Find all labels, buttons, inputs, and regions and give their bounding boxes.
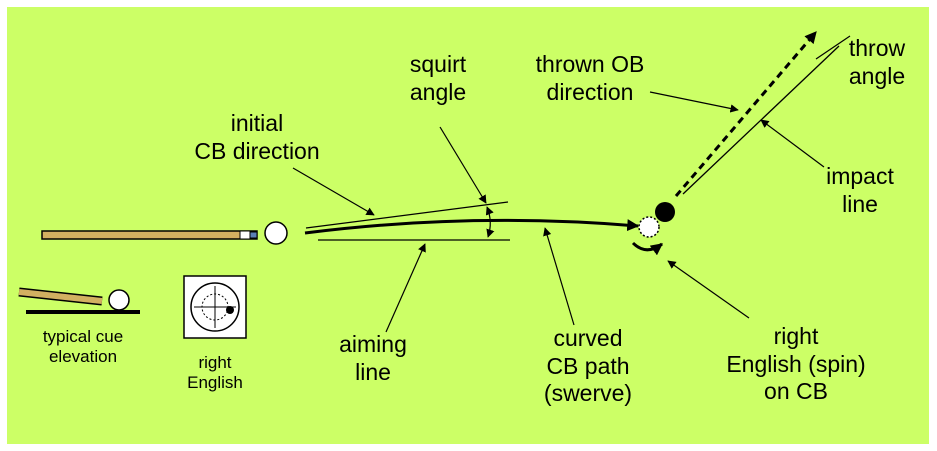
leader-impact-line (760, 119, 825, 168)
label-throw-angle: throw angle (848, 35, 906, 89)
label-right-english: right English (187, 353, 243, 393)
label-right-english-spin: right English (spin) on CB (726, 323, 866, 405)
ghost-ball-icon (638, 216, 660, 238)
curved-arrow-icon (631, 241, 663, 256)
ball-target-icon (183, 275, 247, 339)
label-typical-cue-elevation: typical cue elevation (42, 327, 124, 367)
curved-cb-path (304, 218, 640, 235)
cue-stick-icon (41, 230, 258, 240)
label-squirt-angle: squirt angle (409, 51, 467, 105)
label-thrown-ob-direction: thrown OB direction (535, 51, 645, 105)
label-initial-cb-direction: initial CB direction (194, 110, 320, 164)
label-curved-cb-path: curved CB path (swerve) (543, 325, 633, 407)
diagram-background (7, 7, 929, 444)
label-impact-line: impact line (826, 163, 894, 217)
thrown-ob-direction-line (674, 31, 818, 197)
leader-initial-cb-direction (292, 167, 375, 216)
leader-right-english-spin (667, 260, 750, 319)
leader-squirt-angle (439, 126, 487, 204)
throw-angle-tick (815, 35, 851, 60)
cue-elevation-icon (18, 287, 140, 314)
cue-ball-icon (264, 221, 288, 245)
leader-thrown-ob-direction (649, 91, 739, 113)
object-ball-icon (655, 202, 675, 222)
label-aiming-line: aiming line (339, 331, 407, 385)
squirt-angle-arc (485, 206, 495, 238)
leader-curved-cb-path (543, 227, 575, 326)
leader-aiming-line (385, 243, 426, 333)
initial-cb-direction-line (305, 201, 509, 229)
